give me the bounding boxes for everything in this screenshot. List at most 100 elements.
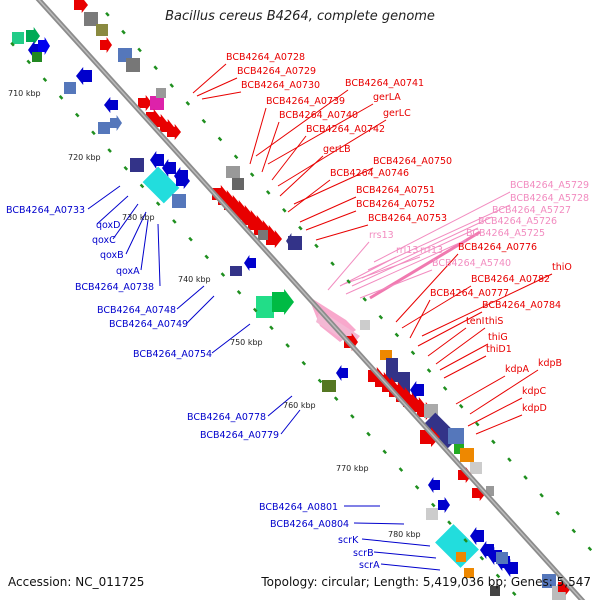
rrna-gene-label-leader (351, 227, 479, 287)
gene-box (142, 166, 180, 204)
gene-box (486, 486, 494, 496)
blue-gene-label: qoxB (100, 250, 124, 261)
gene-box (32, 52, 42, 62)
blue-gene-label-leader (267, 395, 293, 417)
gene-arrow (104, 97, 118, 113)
tick-label: 720 kbp (68, 153, 101, 162)
red-gene-label-leader (467, 397, 523, 427)
red-gene-label-leader (201, 91, 242, 100)
red-gene-label-leader (421, 273, 553, 337)
blue-gene-label-leader (353, 522, 405, 525)
tick-label: 780 kbp (388, 530, 421, 539)
red-gene-label-leader (305, 210, 357, 231)
topology-text: Topology: circular; Length: 5,419,036 bp… (261, 575, 591, 589)
red-gene-label-leader (271, 135, 307, 181)
red-gene-label: BCB4264_A0740 (279, 110, 358, 121)
blue-gene-label-leader (361, 538, 431, 547)
gene-arrow (336, 365, 348, 381)
red-gene-label: thiS (485, 316, 503, 327)
red-gene-label: tenI (466, 316, 484, 327)
gene-box (232, 178, 244, 190)
red-gene-label-leader (427, 327, 467, 357)
blue-gene-label-leader (125, 211, 147, 255)
gene-box (490, 586, 500, 596)
blue-gene-label-leader (112, 203, 139, 240)
rrna-gene-label-leader (327, 241, 370, 291)
tick-label: 740 kbp (178, 275, 211, 284)
gene-box (464, 568, 474, 578)
gene-box (470, 462, 482, 474)
red-gene-label-leader (299, 196, 357, 223)
tick-label: 770 kbp (336, 464, 369, 473)
gene-box (12, 32, 24, 44)
gene-arrow (76, 67, 92, 85)
red-gene-label: kdpB (538, 358, 562, 369)
red-gene-label: kdpC (522, 386, 547, 397)
red-gene-label-leader (261, 121, 280, 173)
gene-arrow (272, 289, 294, 315)
gene-arrow (110, 115, 122, 131)
rrna-gene-label: BCB4264_A5726 (478, 216, 557, 227)
gene-arrow (74, 0, 88, 13)
red-gene-label: BCB4264_A0752 (356, 199, 435, 210)
rrna-gene-label: BCB4264_A5740 (432, 258, 511, 269)
gene-box (288, 236, 302, 250)
blue-gene-label: scrK (338, 535, 359, 546)
blue-gene-label: BCB4264_A0748 (97, 305, 176, 316)
red-gene-label-leader (443, 355, 487, 379)
red-gene-label-leader (401, 285, 472, 329)
rrna-gene-label: BCB4264_A5729 (510, 180, 589, 191)
gene-arrow (420, 427, 440, 447)
red-gene-label-leader (435, 327, 486, 365)
blue-gene-label-leader (280, 409, 301, 435)
red-gene-label: BCB4264_A0750 (373, 156, 452, 167)
red-gene-label: thiO (552, 262, 572, 273)
gene-box (258, 230, 268, 240)
gene-box (386, 358, 398, 382)
red-gene-label: BCB4264_A0741 (345, 78, 424, 89)
gene-box (226, 166, 240, 178)
blue-gene-label: scrB (353, 548, 374, 559)
rrna-gene-label: BCB4264_A5727 (492, 205, 571, 216)
red-gene-label-leader (249, 107, 267, 165)
blue-gene-label-leader (380, 563, 441, 571)
gene-box (64, 82, 76, 94)
gene-box (460, 448, 474, 462)
tick-label: 730 kbp (122, 213, 155, 222)
rrna-gene-label-leader (373, 191, 511, 263)
red-gene-label: BCB4264_A0776 (458, 242, 537, 253)
gene-arrow (428, 477, 440, 493)
rrna-gene-label: BCB4264_A5725 (466, 228, 545, 239)
red-gene-label-leader (279, 155, 324, 197)
gene-arrow (266, 230, 282, 248)
blue-gene-label: scrA (359, 560, 380, 571)
blue-gene-label-leader (157, 223, 161, 287)
red-gene-label: thiG (488, 332, 508, 343)
gene-box (542, 574, 556, 588)
red-gene-label: kdpD (522, 403, 547, 414)
blue-gene-label: BCB4264_A0749 (109, 319, 188, 330)
gene-arrow (410, 381, 424, 399)
blue-gene-label: BCB4264_A0754 (133, 349, 212, 360)
gene-box (230, 266, 242, 276)
guide-track-outer-left (0, 28, 521, 600)
blue-gene-label: BCB4264_A0801 (259, 502, 338, 513)
blue-gene-label-leader (186, 295, 215, 324)
gene-arrow (244, 255, 256, 271)
red-gene-label: BCB4264_A0784 (482, 300, 561, 311)
red-gene-label: BCB4264_A0782 (471, 274, 550, 285)
gene-box (454, 444, 464, 454)
red-gene-label-leader (469, 369, 539, 415)
red-gene-label: BCB4264_A0753 (368, 213, 447, 224)
gene-box (426, 508, 438, 520)
rrna-gene-label: BCB4264_A5728 (510, 193, 589, 204)
gene-box (456, 552, 466, 562)
genome-title: Bacillus cereus B4264, complete genome (165, 9, 435, 24)
red-gene-label-leader (267, 103, 374, 165)
blue-gene-label-leader (140, 219, 149, 271)
blue-gene-label-leader (87, 185, 121, 210)
gene-box (98, 122, 110, 134)
